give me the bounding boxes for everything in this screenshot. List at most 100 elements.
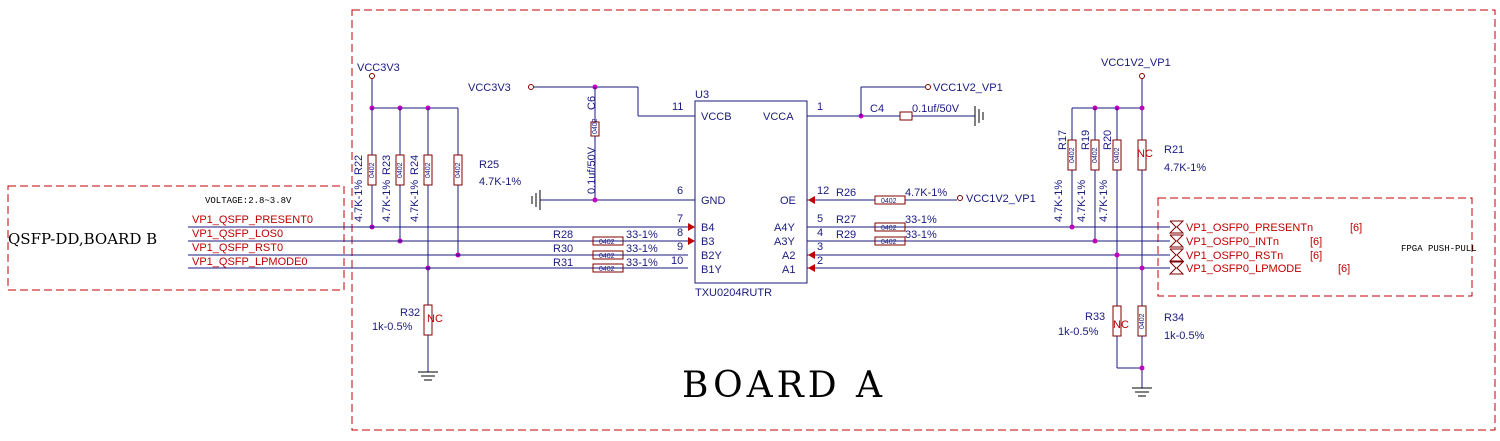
pin-num-2: 2: [817, 255, 823, 267]
vcc3v3-left-port: [369, 73, 375, 79]
r28-val: 33-1%: [626, 229, 658, 241]
r33-nc: NC: [1113, 319, 1129, 331]
net-left-los: VP1_QSFP_LOS0: [192, 228, 283, 240]
port-intn: [1168, 234, 1185, 248]
pin-num-4: 4: [817, 227, 823, 239]
ic-part: TXU0204RUTR: [695, 287, 772, 299]
svg-text:0402: 0402: [599, 253, 615, 260]
gnd-symbol-c4: [974, 106, 984, 126]
r19-val: 4.7K-1%: [1076, 180, 1088, 222]
svg-text:0402: 0402: [455, 162, 462, 178]
net-right-intn-sheet: [6]: [1310, 236, 1322, 248]
vcc1v2-oe-label: VCC1V2_VP1: [966, 193, 1036, 205]
r28-ref: R28: [553, 229, 573, 241]
pin-gnd: GND: [701, 195, 726, 207]
capacitor-c6: 0402: [590, 118, 600, 137]
gnd-symbol-right: [1132, 387, 1152, 397]
r23-ref: R23: [381, 155, 393, 175]
net-right-presentn: VP1_OSFP0_PRESENTn: [1186, 222, 1313, 234]
pin-num-8: 8: [677, 227, 683, 239]
r33-ref: R33: [1085, 311, 1105, 323]
vcc3v3-mid-label: VCC3V3: [468, 82, 511, 94]
pin-num-5: 5: [817, 213, 823, 225]
net-right-lpmode: VP1_OSFP0_LPMODE: [1186, 263, 1302, 275]
svg-text:0402: 0402: [881, 239, 897, 246]
r22-ref: R22: [353, 155, 365, 175]
r20-val: 4.7K-1%: [1098, 180, 1110, 222]
right-fpga-box: [1157, 197, 1473, 297]
resistor-r34: 0402: [1137, 305, 1147, 337]
pin-num-9: 9: [677, 241, 683, 253]
r21-nc: NC: [1137, 148, 1153, 160]
port-presentn: [1168, 220, 1185, 234]
pin-a3y: A3Y: [774, 236, 795, 248]
pin-num-7: 7: [677, 213, 683, 225]
pin-a4y: A4Y: [774, 222, 795, 234]
resistor-r26: 0402: [874, 195, 906, 205]
left-board-box: [7, 185, 345, 291]
r26-ref: R26: [836, 187, 856, 199]
net-right-rstn-sheet: [6]: [1310, 250, 1322, 262]
r24-val: 4.7K-1%: [409, 180, 421, 222]
svg-text:0402: 0402: [369, 162, 376, 178]
pin-b3: B3: [701, 236, 714, 248]
r31-val: 33-1%: [626, 257, 658, 269]
pin-b4: B4: [701, 222, 714, 234]
resistor-r23: 0402: [395, 154, 405, 186]
net-right-rstn: VP1_OSFP0_RSTn: [1186, 250, 1283, 262]
ic-u3-body: [694, 100, 808, 284]
c6-val: 0.1uf/50V: [586, 146, 598, 194]
r27-ref: R27: [836, 214, 856, 226]
r32-ref: R32: [400, 307, 420, 319]
board-title: BOARD A: [682, 365, 886, 406]
resistor-r20: 0402: [1112, 139, 1122, 171]
port-rstn: [1168, 248, 1185, 262]
resistor-r31: 0402: [592, 263, 624, 273]
vcc3v3-mid-port: [528, 84, 534, 90]
pin-vcca: VCCA: [763, 111, 794, 123]
resistor-r17: 0402: [1067, 139, 1077, 171]
r26-val: 4.7K-1%: [905, 187, 947, 199]
gnd-symbol-left: [418, 371, 438, 381]
r20-ref: R20: [1102, 130, 1114, 150]
c4-ref: C4: [870, 103, 884, 115]
svg-text:0402: 0402: [599, 266, 615, 273]
vcc1v2-right-port: [1139, 73, 1145, 79]
r25-ref: R25: [479, 159, 499, 171]
c4-val: 0.1uf/50V: [912, 103, 960, 115]
resistor-r27: 0402: [874, 222, 906, 232]
pin-num-11: 11: [672, 101, 683, 113]
pin-oe: OE: [780, 195, 796, 207]
capacitor-c4: [899, 111, 913, 121]
r22-val: 4.7K-1%: [353, 180, 365, 222]
vcc1v2-oe-port: [957, 195, 963, 201]
r17-val: 4.7K-1%: [1053, 180, 1065, 222]
r17-ref: R17: [1057, 130, 1069, 150]
r21-val: 4.7K-1%: [1164, 162, 1206, 174]
resistor-r29: 0402: [874, 236, 906, 246]
r33-val: 1k-0.5%: [1058, 326, 1099, 338]
net-right-intn: VP1_OSFP0_INTn: [1186, 236, 1279, 248]
r31-ref: R31: [553, 257, 573, 269]
r29-ref: R29: [836, 229, 856, 241]
svg-text:0402: 0402: [881, 225, 897, 232]
r27-val: 33-1%: [905, 214, 937, 226]
gnd-symbol-mid: [531, 190, 541, 210]
net-left-rst: VP1_QSFP_RST0: [192, 242, 283, 254]
resistor-r22: 0402: [367, 154, 377, 186]
net-right-lpmode-sheet: [6]: [1338, 263, 1350, 275]
r23-val: 4.7K-1%: [381, 180, 393, 222]
r24-ref: R24: [409, 155, 421, 175]
board-a-outline: [351, 9, 1496, 431]
net-left-lpmode: VP1_QSFP_LPMODE0: [192, 256, 308, 268]
pin-num-12: 12: [817, 185, 829, 197]
pin-num-6: 6: [677, 185, 683, 197]
pin-num-10: 10: [671, 255, 683, 267]
svg-text:0402: 0402: [1069, 147, 1076, 163]
voltage-note: VOLTAGE:2.8~3.8V: [205, 196, 292, 206]
pin-b2y: B2Y: [701, 250, 722, 262]
r32-nc: NC: [427, 313, 443, 325]
svg-text:0402: 0402: [599, 239, 615, 246]
pin-vccb: VCCB: [701, 111, 732, 123]
